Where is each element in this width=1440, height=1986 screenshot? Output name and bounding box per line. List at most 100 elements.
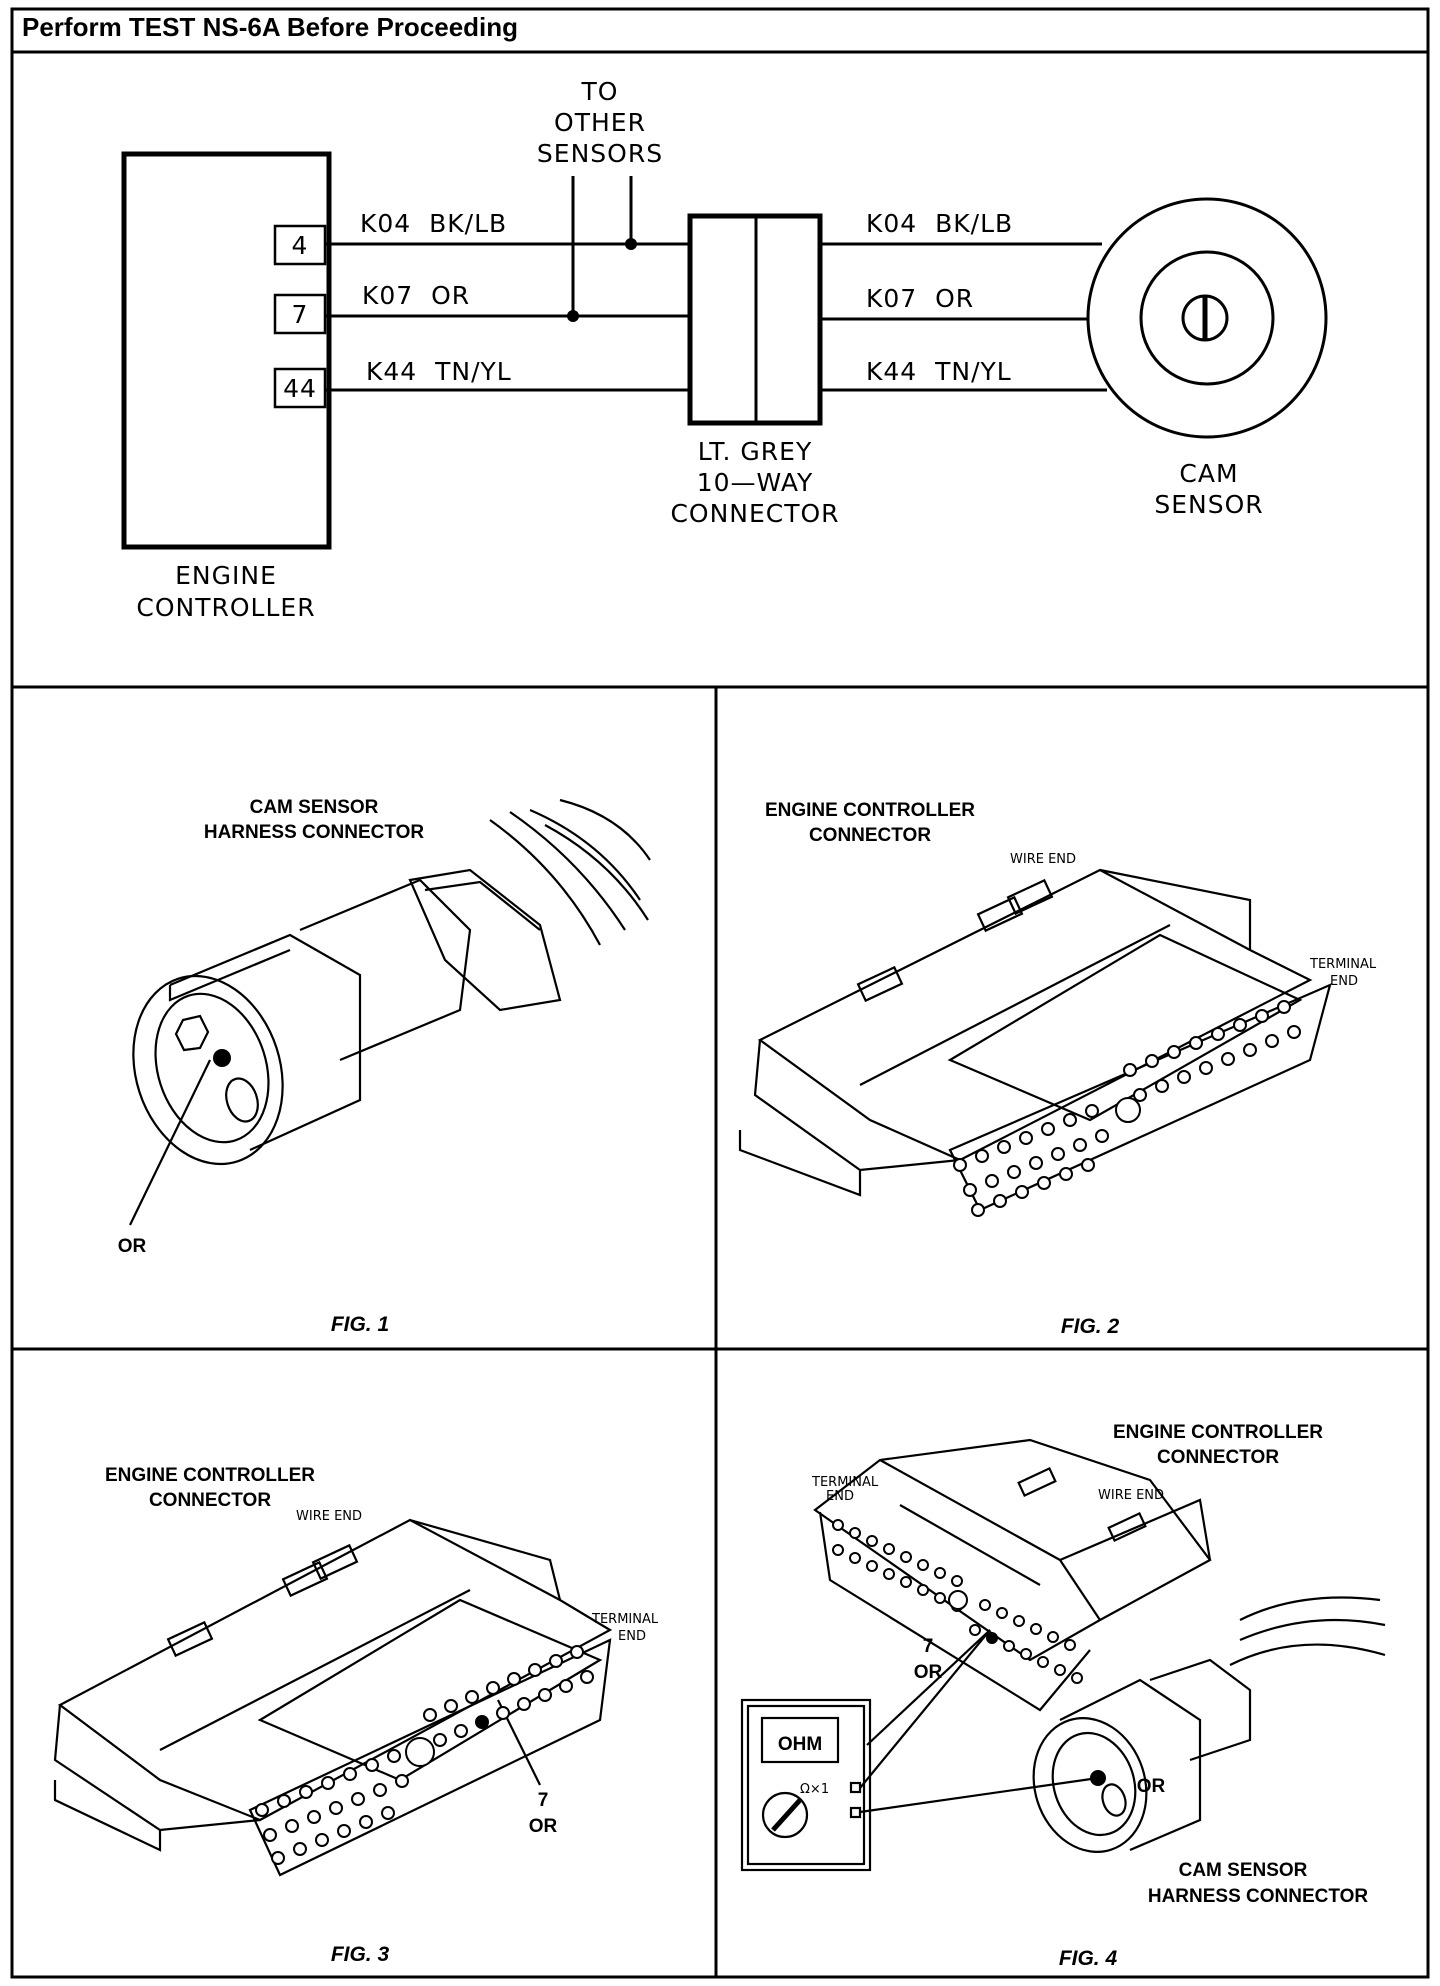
terminal-pin <box>285 1819 299 1833</box>
terminal-pin <box>1073 1138 1087 1152</box>
connector-label-line3: CONNECTOR <box>670 499 839 528</box>
terminal-pin <box>866 1560 878 1572</box>
fig3-wire-end: WIRE END <box>296 1509 362 1524</box>
terminal-pin <box>997 1140 1011 1154</box>
fig3-pin-label: 7 <box>538 1790 549 1811</box>
terminal-pin <box>1177 1070 1191 1084</box>
terminal-pin <box>1233 1018 1247 1032</box>
fig1-caption: FIG. 1 <box>331 1313 389 1336</box>
terminal-pin <box>496 1706 510 1720</box>
terminal-pin <box>900 1551 912 1563</box>
fig2-terminal-end-line1: TERMINAL <box>1309 957 1377 972</box>
terminal-pin <box>1167 1045 1181 1059</box>
pin-44-label: 44 <box>283 374 317 403</box>
terminal-pin <box>1265 1034 1279 1048</box>
terminal-pin <box>934 1567 946 1579</box>
splice-dot-k04 <box>625 238 637 250</box>
terminal-pin <box>900 1576 912 1588</box>
terminal-pin <box>1047 1631 1059 1643</box>
pin-4-label: 4 <box>292 231 309 260</box>
terminal-pin <box>1041 1122 1055 1136</box>
terminal-pin <box>395 1774 409 1788</box>
other-sensors-line2: OTHER <box>554 108 646 137</box>
terminal-pin <box>387 1749 401 1763</box>
terminal-pin <box>1085 1104 1099 1118</box>
cam-sensor-connector-drawing <box>129 798 651 1226</box>
terminal-pin <box>1003 1640 1015 1652</box>
terminal-pin <box>538 1688 552 1702</box>
terminal-pin <box>475 1715 489 1729</box>
terminal-pin <box>293 1842 307 1856</box>
fig4-sensor-wire-label: OR <box>1137 1776 1166 1797</box>
terminal-pin <box>321 1776 335 1790</box>
terminal-pin <box>433 1733 447 1747</box>
terminal-pin <box>1277 1000 1291 1014</box>
sensor-label-line2: SENSOR <box>1154 490 1263 519</box>
terminal-pin <box>1037 1656 1049 1668</box>
terminal-pin <box>975 1149 989 1163</box>
terminal-pin <box>337 1824 351 1838</box>
engine-controller-connector-drawing-4 <box>740 1438 1386 1872</box>
fig2-caption: FIG. 2 <box>1061 1315 1120 1338</box>
terminal-pin <box>883 1568 895 1580</box>
terminal-pin <box>486 1681 500 1695</box>
terminal-pin <box>1030 1623 1042 1635</box>
wire-label-k44-left: K44 TN/YL <box>366 357 512 386</box>
terminal-pin <box>373 1783 387 1797</box>
terminal-pin <box>1051 1147 1065 1161</box>
terminal-pin <box>996 1607 1008 1619</box>
terminal-pin <box>883 1543 895 1555</box>
terminal-pin <box>1211 1027 1225 1041</box>
page-title: Perform TEST NS-6A Before Proceeding <box>22 12 518 42</box>
fig4-terminal-end-line1: TERMINAL <box>811 1475 879 1490</box>
fig1-title-line2: HARNESS CONNECTOR <box>204 822 425 843</box>
terminal-pin <box>1189 1036 1203 1050</box>
terminal-pin <box>580 1670 594 1684</box>
terminal-pin <box>1145 1054 1159 1068</box>
fig3-title-line2: CONNECTOR <box>149 1490 271 1511</box>
terminal-pin <box>1155 1079 1169 1093</box>
terminal-pin <box>849 1552 861 1564</box>
terminal-pin <box>1013 1615 1025 1627</box>
fig1-wire-label: OR <box>118 1236 147 1257</box>
fig4-wire-label: OR <box>914 1662 943 1683</box>
terminal-pin <box>1020 1648 1032 1660</box>
terminal-pin <box>528 1663 542 1677</box>
terminal-pin <box>1054 1664 1066 1676</box>
terminal-pin <box>454 1724 468 1738</box>
terminal-pin <box>951 1575 963 1587</box>
other-sensors-line1: TO <box>581 77 619 106</box>
connector-label-line2: 10—WAY <box>697 468 814 497</box>
pin-7-box <box>273 293 327 335</box>
fig3-caption: FIG. 3 <box>331 1943 390 1966</box>
wire-label-k07-right: K07 OR <box>866 284 974 313</box>
terminal-pin <box>549 1654 563 1668</box>
terminal-pin <box>271 1851 285 1865</box>
terminal-pin <box>1015 1185 1029 1199</box>
engine-controller-connector-drawing-3 <box>53 1518 613 1877</box>
ohmmeter-body <box>740 1698 872 1872</box>
terminal-pin <box>1059 1167 1073 1181</box>
terminal-pin <box>832 1544 844 1556</box>
terminal-pin <box>917 1584 929 1596</box>
ohmmeter-range: Ω×1 <box>800 1782 829 1797</box>
terminal-pin <box>1019 1131 1033 1145</box>
terminal-pin <box>1255 1009 1269 1023</box>
terminal-pin <box>570 1645 584 1659</box>
fig2-terminal-end-line2: END <box>1330 974 1358 989</box>
ohmmeter-display-text: OHM <box>778 1734 822 1755</box>
terminal-pin <box>934 1592 946 1604</box>
terminal-pin <box>307 1810 321 1824</box>
terminal-pin <box>329 1801 343 1815</box>
fig4-panel: ENGINE CONTROLLER CONNECTOR TERMINAL END… <box>740 1422 1386 1970</box>
other-sensors-line3: SENSORS <box>537 139 663 168</box>
terminal-pin <box>423 1708 437 1722</box>
fig2-title-line1: ENGINE CONTROLLER <box>765 800 975 821</box>
pin-44-box <box>273 367 327 409</box>
fig2-panel: ENGINE CONTROLLER CONNECTOR WIRE END TER… <box>738 800 1377 1338</box>
terminal-pin <box>1007 1165 1021 1179</box>
fig4-wire-end: WIRE END <box>1098 1488 1164 1503</box>
fig2-title-line2: CONNECTOR <box>809 825 931 846</box>
fig4-terminal-end-line2: END <box>826 1489 854 1504</box>
fig3-terminal-end-line1: TERMINAL <box>591 1612 659 1627</box>
